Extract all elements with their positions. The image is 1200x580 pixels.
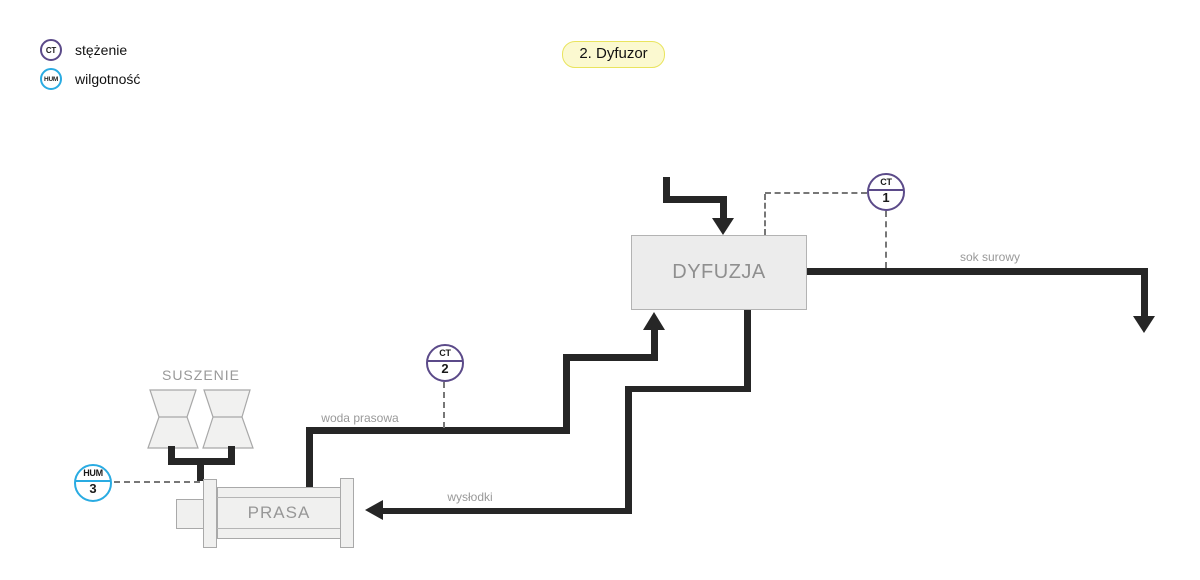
feed-arrowhead-icon <box>712 218 734 235</box>
page-title: 2. Dyfuzor <box>562 41 665 68</box>
wyslodki-line-horizontal-end <box>383 508 632 514</box>
ct2-type-label: CT <box>428 348 462 362</box>
dryer-cyclones-icon <box>147 389 254 449</box>
wyslodki-arrowhead-icon <box>365 500 383 520</box>
suszenie-label: SUSZENIE <box>161 367 240 383</box>
wyslodki-line-vertical-mid <box>625 386 632 511</box>
wyslodki-line-vertical-start <box>744 310 751 392</box>
sok-surowy-line-horizontal <box>807 268 1148 275</box>
hum3-type-label: HUM <box>76 468 110 482</box>
block-prasa-label: PRASA <box>247 503 311 522</box>
dryer-left-downpipe <box>168 446 175 464</box>
instrument-ct-2: CT 2 <box>426 344 464 382</box>
ct1-link-dyfuzja <box>764 194 766 235</box>
instrument-ct-1: CT 1 <box>867 173 905 211</box>
wyslodki-line-horizontal-mid <box>625 386 751 392</box>
woda-prasowa-label: woda prasowa <box>321 411 399 425</box>
hum-instrument-icon: HUM <box>40 68 62 90</box>
woda-prasowa-line-horizontal-high <box>563 354 658 361</box>
press-drive-unit <box>176 499 206 529</box>
legend-item-humidity: HUM wilgotność <box>40 68 140 90</box>
sok-surowy-line-vertical <box>1141 268 1148 318</box>
sok-surowy-label: sok surowy <box>959 250 1021 264</box>
feed-line-vertical-start <box>663 177 670 203</box>
press-body-top-band <box>217 497 341 498</box>
feed-line-horizontal <box>663 196 727 203</box>
ct1-link-horizontal <box>765 192 867 194</box>
press-body-bottom-band <box>217 528 341 529</box>
press-left-plate <box>203 479 217 548</box>
woda-prasowa-arrowhead-icon <box>643 312 665 330</box>
woda-prasowa-line-horizontal-low <box>306 427 570 434</box>
legend-label-humidity: wilgotność <box>75 71 141 87</box>
ct1-link-sok-surowy <box>885 211 887 268</box>
wyslodki-label: wysłodki <box>447 490 493 504</box>
sok-surowy-arrowhead-icon <box>1133 316 1155 333</box>
press-body <box>217 487 341 539</box>
hum3-tag-number: 3 <box>89 480 97 496</box>
dryer-right-downpipe <box>228 446 235 464</box>
feed-line-vertical-end <box>720 196 727 220</box>
ct1-type-label: CT <box>869 177 903 191</box>
hum3-link-press <box>114 481 200 483</box>
ct2-tag-number: 2 <box>441 360 449 376</box>
instrument-hum-3: HUM 3 <box>74 464 112 502</box>
ct1-tag-number: 1 <box>882 189 890 205</box>
woda-prasowa-line-vertical-mid <box>563 354 570 434</box>
ct-instrument-icon: CT <box>40 39 62 61</box>
ct2-link-woda-prasowa <box>443 382 445 428</box>
press-right-plate <box>340 478 354 548</box>
legend-label-concentration: stężenie <box>75 42 128 58</box>
woda-prasowa-line-press-riser <box>306 430 313 487</box>
legend-item-concentration: CT stężenie <box>40 39 127 61</box>
woda-prasowa-line-vertical-end <box>651 330 658 361</box>
dryer-to-press-stem <box>197 458 204 481</box>
block-dyfuzja: DYFUZJA <box>631 235 807 310</box>
